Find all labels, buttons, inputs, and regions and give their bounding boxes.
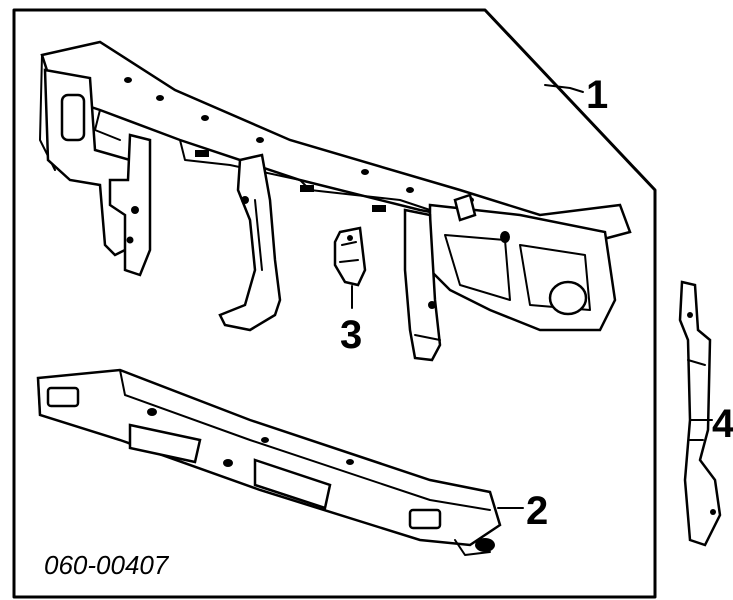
part-2-lower-crossmember bbox=[36, 368, 502, 556]
leader-line-1 bbox=[544, 84, 584, 93]
part-number: 060-00407 bbox=[44, 550, 170, 580]
callout-4: 4 bbox=[712, 402, 733, 446]
callout-1: 1 bbox=[586, 73, 608, 117]
part-3-bracket bbox=[333, 226, 367, 309]
diagram-frame bbox=[12, 8, 657, 599]
part-4-side-bracket bbox=[678, 280, 722, 547]
callout-3: 3 bbox=[340, 313, 362, 357]
callout-2: 2 bbox=[526, 489, 548, 533]
part-1-upper-support bbox=[39, 40, 632, 362]
